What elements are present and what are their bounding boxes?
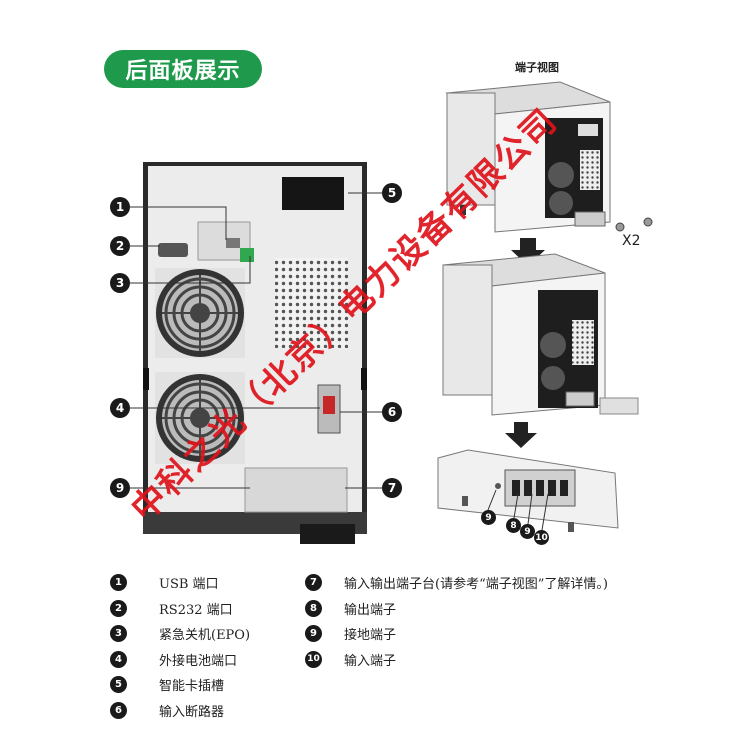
legend-label: 输入断路器 <box>159 704 225 720</box>
legend-number: 6 <box>110 701 127 719</box>
legend-item: 6 输入断路器 <box>110 698 250 724</box>
legend-item: 3 紧急关机(EPO) <box>110 621 250 647</box>
fan-lower <box>155 372 245 464</box>
callout-2: 2 <box>110 236 130 256</box>
legend-number: 1 <box>110 574 127 592</box>
legend-item: 7 输入输出端子台(请参考“端子视图”了解详情。) <box>305 570 608 596</box>
terminal-view-2 <box>442 253 639 416</box>
legend-item: 4 外接电池端口 <box>110 647 250 673</box>
legend-number: 5 <box>110 676 127 694</box>
legend-label: 输入输出端子台(请参考“端子视图”了解详情。) <box>344 577 608 593</box>
legend-number: 3 <box>110 625 127 643</box>
terminal-view-1 <box>445 81 653 233</box>
legend-label: RS232 端口 <box>159 602 233 618</box>
legend-item: 2 RS232 端口 <box>110 596 250 622</box>
legend-label: 外接电池端口 <box>159 653 238 669</box>
legend-item: 9 接地端子 <box>305 621 608 647</box>
legend-number: 9 <box>305 625 322 643</box>
usb-port <box>226 238 240 248</box>
callout-9: 9 <box>110 478 130 498</box>
terminal-view-3 <box>437 449 619 532</box>
legend-number: 10 <box>305 650 322 668</box>
detail-callout-8: 8 <box>506 518 521 533</box>
legend-number: 4 <box>110 650 127 668</box>
legend-item: 1 USB 端口 <box>110 570 250 596</box>
legend-number: 7 <box>305 574 322 592</box>
smart-slot <box>282 177 344 210</box>
legend-label: 输入端子 <box>344 653 397 669</box>
legend-label: USB 端口 <box>159 577 219 593</box>
legend-left: 1 USB 端口 2 RS232 端口 3 紧急关机(EPO) 4 外接电池端口… <box>110 570 250 723</box>
detail-callout-10: 10 <box>534 530 549 545</box>
callout-1: 1 <box>110 197 130 217</box>
legend-label: 接地端子 <box>344 628 397 644</box>
callout-7: 7 <box>382 478 402 498</box>
arrow-down-2 <box>505 422 537 448</box>
legend-item: 5 智能卡插槽 <box>110 672 250 698</box>
terminal-view-title: 端子视图 <box>515 61 559 74</box>
legend-item: 10 输入端子 <box>305 647 608 673</box>
callout-5: 5 <box>382 183 402 203</box>
callout-4: 4 <box>110 398 130 418</box>
fan-upper <box>155 268 245 358</box>
legend-label: 智能卡插槽 <box>159 679 225 695</box>
detail-callout-9b: 9 <box>520 524 535 539</box>
power-cable <box>300 524 355 544</box>
callout-6: 6 <box>382 402 402 422</box>
legend-right: 7 输入输出端子台(请参考“端子视图”了解详情。) 8 输出端子 9 接地端子 … <box>305 570 608 672</box>
legend-number: 2 <box>110 599 127 617</box>
rs232-port <box>158 243 188 257</box>
epo-port <box>240 248 254 262</box>
callout-3: 3 <box>110 273 130 293</box>
legend-label: 紧急关机(EPO) <box>159 628 251 644</box>
arrow-down-1 <box>511 238 545 266</box>
section-title: 后面板展示 <box>104 50 262 88</box>
legend-label: 输出端子 <box>344 602 397 618</box>
terminal-cover <box>244 467 348 513</box>
detail-callout-9: 9 <box>481 510 496 525</box>
x2-label: X2 <box>622 233 641 249</box>
vent-grille <box>275 258 348 348</box>
legend-item: 8 输出端子 <box>305 596 608 622</box>
legend-number: 8 <box>305 599 322 617</box>
